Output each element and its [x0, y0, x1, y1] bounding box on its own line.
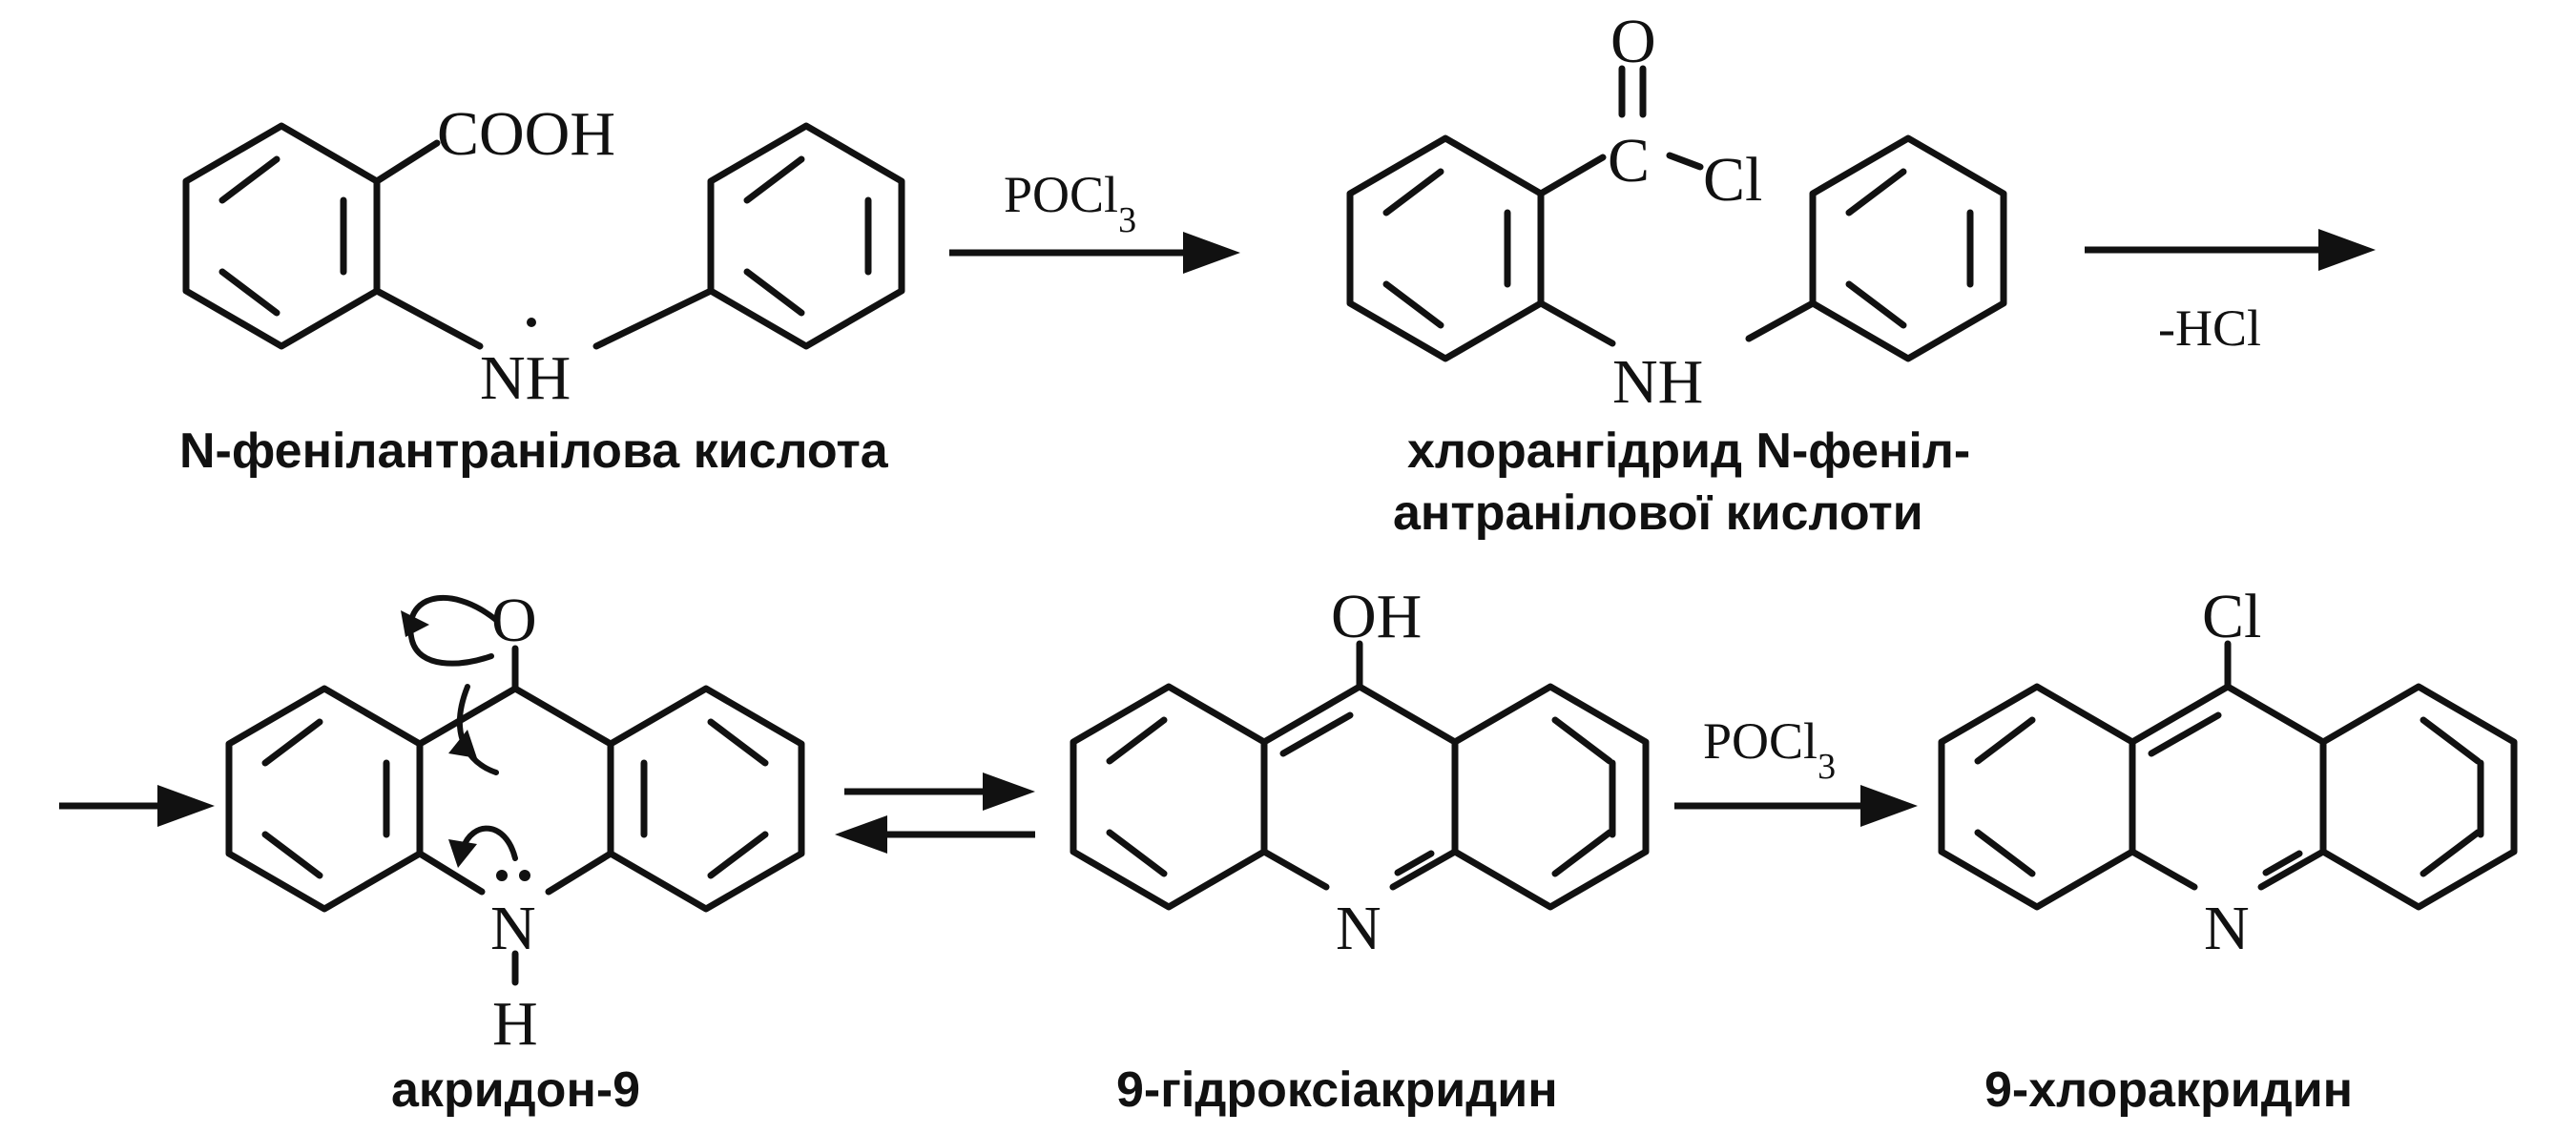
reagent-minus-hcl: -HCl: [2158, 299, 2261, 357]
reagent-pocl3-1: POCl3: [1004, 166, 1136, 240]
label-o: O: [1610, 7, 1656, 76]
label-cl: Cl: [1703, 145, 1762, 215]
acridone-ring-middle: [416, 685, 614, 896]
label-cl: Cl: [2202, 582, 2261, 651]
reaction-arrow-3: [59, 785, 215, 827]
lone-pair-dot-2: [519, 870, 530, 881]
bond-c-nh: [1537, 299, 1616, 347]
acridine-ring-left: [1938, 683, 2136, 911]
bond-nh-phenyl: [592, 287, 715, 350]
caption-acid-chloride-line2: антранілової кислоти: [1393, 485, 1923, 541]
caption-9-hydroxyacridine: 9-гідроксіакридин: [1116, 1062, 1558, 1118]
bond-ring-carbonyl: [1537, 154, 1607, 197]
benzene-ring-right: [707, 122, 905, 350]
compound-9-hydroxyacridine: OH N 9-гідроксіакридин: [1070, 582, 1650, 1118]
acridine-ring-left: [1070, 683, 1268, 911]
acridone-ring-right: [607, 685, 805, 913]
acridine-ring-right: [2319, 683, 2518, 911]
compound-acridone-9: O N H акридон-9: [225, 586, 805, 1118]
label-oh: OH: [1331, 582, 1422, 651]
caption-9-chloroacridine: 9-хлоракридин: [1984, 1062, 2353, 1118]
equilibrium-arrows: [835, 772, 1035, 854]
lone-pair-dot: [527, 318, 536, 327]
label-n: N: [1336, 894, 1381, 963]
label-n: N: [490, 894, 536, 963]
bond-c-cl: [1666, 152, 1704, 171]
acridine-ring-middle: [1260, 683, 1459, 746]
lone-pair-dot-1: [496, 870, 508, 881]
compound-9-chloroacridine: Cl N 9-хлоракридин: [1938, 582, 2518, 1118]
label-h: H: [492, 989, 538, 1059]
label-n: N: [2204, 894, 2250, 963]
reaction-arrow-4: POCl3: [1674, 712, 1918, 827]
caption-n-phenylanthranilic-acid: N-фенілантранілова кислота: [179, 423, 889, 479]
caption-acid-chloride-line1: хлорангідрид N-феніл-: [1407, 423, 1970, 479]
label-c: C: [1608, 126, 1650, 196]
benzene-ring-left: [1346, 134, 1545, 362]
label-nh: NH: [1612, 347, 1703, 417]
acridine-ring-right: [1451, 683, 1650, 911]
acridone-ring-left: [225, 685, 424, 913]
caption-acridone-9: акридон-9: [391, 1062, 640, 1118]
reagent-pocl3-2: POCl3: [1703, 712, 1836, 787]
bond-nh-phenyl: [1745, 299, 1817, 342]
benzene-ring-left: [182, 122, 381, 350]
label-cooh: COOH: [437, 99, 615, 169]
compound-acid-chloride: O C Cl NH хлорангідрид N-феніл- антраніл…: [1346, 7, 2007, 541]
reaction-arrow-2: -HCl: [2085, 229, 2376, 357]
bond-c-cooh: [373, 139, 441, 185]
acridine-ring-middle: [2129, 683, 2327, 746]
benzene-ring-right: [1809, 134, 2007, 362]
electron-shift-arrows: [401, 594, 518, 868]
reaction-arrow-1: POCl3: [949, 166, 1240, 274]
bond-c-nh: [373, 287, 484, 350]
compound-n-phenylanthranilic-acid: COOH NH N-фенілантранілова кислота: [179, 99, 905, 479]
label-nh: NH: [480, 343, 571, 413]
